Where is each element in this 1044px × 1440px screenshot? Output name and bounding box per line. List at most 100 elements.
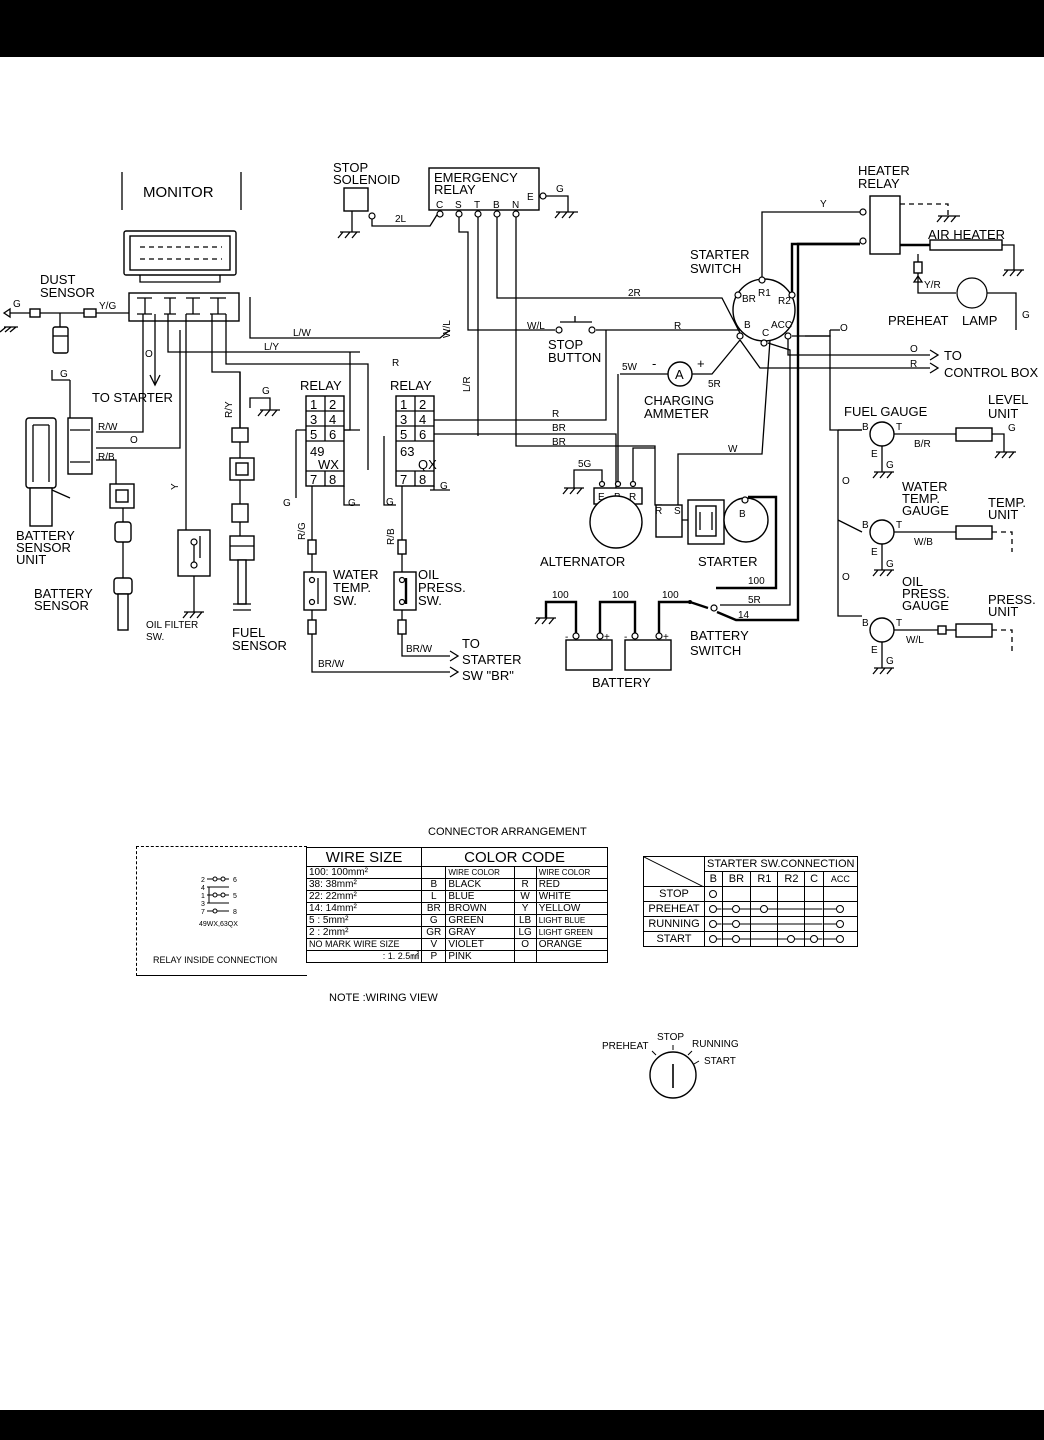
wire-r-g: R/G [297,522,308,540]
wire-y-top: Y [820,199,827,210]
color-header-cell: WIRE COLOR [535,866,609,879]
starter-switch-label-1: STARTER [690,247,749,262]
wire-size-row: 2 : 2mm² [305,926,423,939]
color-code-cell: P [421,950,447,963]
rl-pin-4: 4 [329,412,336,427]
sw-cell [822,916,859,932]
wire-o-acc: O [840,323,848,334]
wire-r-rr: R [552,409,559,420]
wire-l-r: L/R [462,376,473,392]
dust-sensor: DUST SENSOR G Y/G [0,272,240,354]
er-term-t: T [474,200,480,211]
rl-pin-1: 1 [310,397,317,412]
sw-cell [721,901,752,917]
wire-r-b: R/B [98,452,115,463]
stop-button-label-2: BUTTON [548,350,601,365]
sw-row-running: RUNNING [643,916,705,932]
relay-right-label: RELAY [390,378,432,393]
fg-b: B [862,422,869,433]
sw-cell [777,931,806,947]
wtg-e: E [871,547,878,558]
wire-r-w: R/W [98,422,118,433]
bat2-minus: - [624,632,627,643]
sw-contact-icon [709,920,718,928]
wire-o-mon: O [145,349,153,360]
monitor-label: MONITOR [143,184,214,201]
sw-col-b: B [704,871,723,887]
wire-br-w-1: BR/W [318,659,345,670]
rr-pin-4: 4 [419,412,426,427]
to-label: TO [944,348,962,363]
rr-pin-7: 7 [400,472,407,487]
ammeter-a: A [675,367,684,382]
fuel-sensor-label-1: FUEL [232,625,265,640]
fuel-gauge-label: FUEL GAUGE [844,404,928,419]
wire-w: W [728,444,738,455]
top-black-bar [0,0,1044,57]
alt-term-e: E [598,492,605,503]
note-label: NOTE :WIRING VIEW [329,992,438,1004]
oil-press-gauge-label-2: PRESS. [902,586,950,601]
color-code-cell: W [513,890,537,903]
fuel-sensor-label-2: SENSOR [232,638,287,653]
sw-cell [804,931,824,947]
wire-o-bat: O [130,435,138,446]
oil-press-gauge-label-1: OIL [902,574,923,589]
color-code-cell: R [513,878,537,891]
rr-pin-1: 1 [400,397,407,412]
color-name-cell: LIGHT BLUE [535,914,609,927]
battery-sensor-unit-label-1: BATTERY [16,528,75,543]
sw-cell [721,886,752,902]
opg-t: T [896,618,902,629]
wire-r-relay: R [392,358,399,369]
er-term-b: B [493,200,500,211]
color-code-cell: G [421,914,447,927]
press-unit-label-1: PRESS. [988,592,1036,607]
to-starter-sw-label-1: TO [462,636,480,651]
rl-pin-49: 49 [310,444,324,459]
color-name-cell: ORANGE [535,938,609,951]
wire-g: G [13,299,21,310]
air-heater-label: AIR HEATER [928,227,1005,242]
wire-br-2: BR [552,437,566,448]
oil-press-switch: OIL PRESS. SW. BR/W TO STARTER SW "BR" [393,539,521,683]
wire-size-row: 22: 22mm² [305,890,423,903]
battery-switch-label-1: BATTERY [690,628,749,643]
stop-button: STOP BUTTON [548,316,601,365]
wire-o-g1: O [842,476,850,487]
wire-100-3: 100 [662,590,679,601]
ri-pin-6: 6 [233,877,237,884]
battery-sensor-label-1: BATTERY [34,586,93,601]
bat1-plus: + [604,632,610,643]
st-term-s: S [674,506,681,517]
sw-contact-icon [732,920,741,928]
wire-5w: 5W [622,362,638,373]
ri-pin-4: 4 [201,885,205,892]
battery-label: BATTERY [592,675,651,690]
wire-br-1: BR [552,423,566,434]
sw-contact-icon [732,935,741,943]
gauges: FUEL GAUGE B T E B/R G LEVEL UNIT G WATE… [837,392,1036,675]
wire-g-rl: G [283,498,291,509]
wire-5g: 5G [578,459,592,470]
sw-contact-icon [760,905,769,913]
wire-w-l-g: W/L [906,635,924,646]
stop-solenoid-label-1: STOP [333,160,368,175]
sw-cell [822,931,859,947]
wire-r-button: R [674,321,681,332]
to-starter-sw-label-3: SW "BR" [462,668,514,683]
fuel-sensor: R/Y G FUEL SENSOR [224,372,287,653]
wire-g-wtg: G [886,559,894,570]
wire-size-row: 38: 38mm² [305,878,423,891]
emergency-relay-label-1: EMERGENCY [434,170,518,185]
sw-cell [804,901,824,917]
sw-cell [750,931,779,947]
color-code-cell: V [421,938,447,951]
sw-cell [721,916,752,932]
relay-left: RELAY 1 2 3 4 5 6 49 WX 7 8 G G R/G [283,378,360,540]
ri-pin-5: 5 [233,893,237,900]
color-code-cell: GR [421,926,447,939]
wire-g-fg: G [886,460,894,471]
ri-pin-8: 8 [233,909,237,916]
